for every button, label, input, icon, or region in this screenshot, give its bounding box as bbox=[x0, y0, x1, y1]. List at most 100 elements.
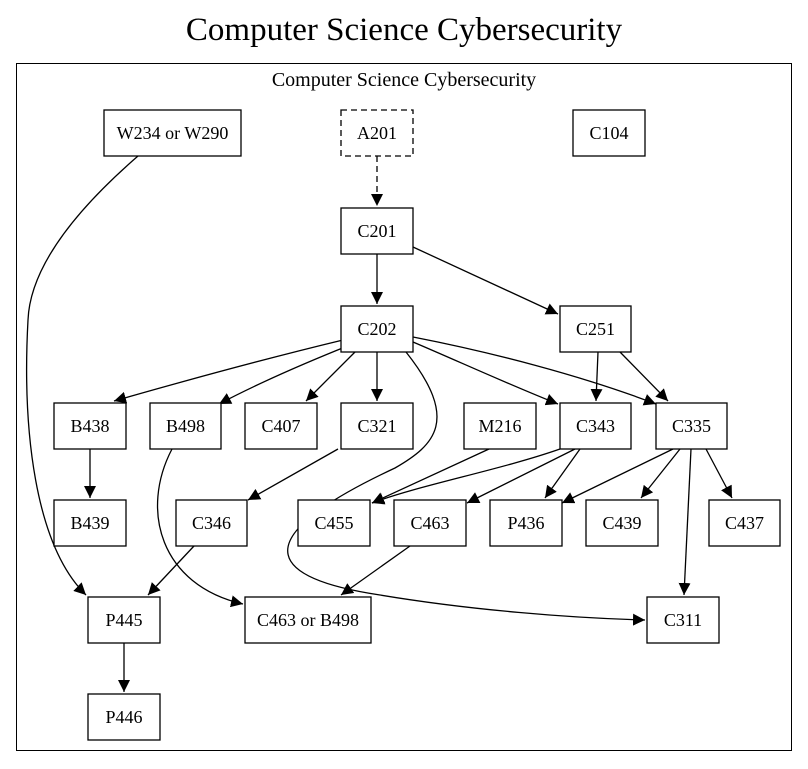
node-box-w234 bbox=[103, 109, 242, 157]
node-label-b498: B498 bbox=[166, 416, 205, 436]
node-c439: C439 bbox=[585, 499, 659, 547]
node-box-c463b498 bbox=[244, 596, 372, 644]
node-label-c202: C202 bbox=[357, 319, 396, 339]
node-box-c335 bbox=[655, 402, 728, 450]
node-c251: C251 bbox=[559, 305, 632, 353]
edge-c202-c311 bbox=[287, 351, 646, 626]
node-label-c437: C437 bbox=[725, 513, 764, 533]
node-box-c439 bbox=[585, 499, 659, 547]
node-c335: C335 bbox=[655, 402, 728, 450]
node-label-c343: C343 bbox=[576, 416, 615, 436]
node-label-b439: B439 bbox=[70, 513, 109, 533]
node-label-a201: A201 bbox=[357, 123, 397, 143]
node-label-c311: C311 bbox=[664, 610, 702, 630]
edge-c335-c439 bbox=[640, 448, 681, 499]
node-box-p436 bbox=[489, 499, 563, 547]
node-box-a201 bbox=[340, 109, 414, 157]
edge-c202-c335 bbox=[412, 336, 657, 406]
node-box-m216 bbox=[463, 402, 537, 450]
node-c463b498: C463 or B498 bbox=[244, 596, 372, 644]
node-label-c463b498: C463 or B498 bbox=[257, 610, 359, 630]
node-box-c346 bbox=[175, 499, 248, 547]
node-c437: C437 bbox=[708, 499, 781, 547]
edge-c346-p445 bbox=[147, 545, 195, 596]
node-label-c407: C407 bbox=[261, 416, 300, 436]
node-box-c455 bbox=[297, 499, 371, 547]
edge-c201-c251 bbox=[412, 246, 559, 315]
node-box-b439 bbox=[53, 499, 127, 547]
node-box-c251 bbox=[559, 305, 632, 353]
node-box-c311 bbox=[646, 596, 720, 644]
edge-c335-c311 bbox=[678, 448, 692, 596]
node-c321: C321 bbox=[340, 402, 414, 450]
node-label-p446: P446 bbox=[105, 707, 142, 727]
node-box-c104 bbox=[572, 109, 646, 157]
node-label-c335: C335 bbox=[672, 416, 711, 436]
node-label-c201: C201 bbox=[357, 221, 396, 241]
cluster-label: Computer Science Cybersecurity bbox=[271, 69, 537, 91]
node-label-c321: C321 bbox=[357, 416, 396, 436]
node-c202: C202 bbox=[340, 305, 414, 353]
edge-c202-b498 bbox=[218, 344, 351, 405]
node-box-c321 bbox=[340, 402, 414, 450]
node-c463: C463 bbox=[393, 499, 467, 547]
node-a201: A201 bbox=[340, 109, 414, 157]
node-c455: C455 bbox=[297, 499, 371, 547]
node-box-b438 bbox=[53, 402, 127, 450]
node-box-c463 bbox=[393, 499, 467, 547]
node-b438: B438 bbox=[53, 402, 127, 450]
node-label-c346: C346 bbox=[192, 513, 231, 533]
node-c346: C346 bbox=[175, 499, 248, 547]
node-box-p446 bbox=[87, 693, 161, 741]
node-box-b498 bbox=[149, 402, 222, 450]
node-c311: C311 bbox=[646, 596, 720, 644]
node-box-c343 bbox=[559, 402, 632, 450]
node-p446: P446 bbox=[87, 693, 161, 741]
edge-c321-c346 bbox=[247, 448, 339, 501]
node-w234: W234 or W290 bbox=[103, 109, 242, 157]
node-label-p436: P436 bbox=[507, 513, 544, 533]
edge-c343-c455 bbox=[371, 448, 561, 505]
node-c343: C343 bbox=[559, 402, 632, 450]
node-p445: P445 bbox=[87, 596, 161, 644]
node-m216: M216 bbox=[463, 402, 537, 450]
node-box-c407 bbox=[244, 402, 318, 450]
cluster-frame bbox=[16, 63, 792, 751]
node-box-p445 bbox=[87, 596, 161, 644]
node-label-c455: C455 bbox=[314, 513, 353, 533]
node-label-p445: P445 bbox=[105, 610, 142, 630]
edge-c251-c335 bbox=[619, 351, 669, 402]
node-label-m216: M216 bbox=[478, 416, 521, 436]
node-c201: C201 bbox=[340, 207, 414, 255]
edge-c202-c407 bbox=[305, 351, 356, 402]
node-box-c201 bbox=[340, 207, 414, 255]
node-label-c251: C251 bbox=[576, 319, 615, 339]
page-title: Computer Science Cybersecurity bbox=[185, 12, 623, 48]
node-b439: B439 bbox=[53, 499, 127, 547]
node-label-b438: B438 bbox=[70, 416, 109, 436]
node-label-c439: C439 bbox=[602, 513, 641, 533]
edge-c202-b438 bbox=[113, 339, 344, 404]
node-box-c202 bbox=[340, 305, 414, 353]
edge-c335-p436 bbox=[561, 448, 674, 504]
edge-c343-p436 bbox=[544, 448, 581, 499]
edge-c202-c343 bbox=[412, 341, 559, 406]
edge-c343-c463 bbox=[466, 448, 576, 504]
node-b498: B498 bbox=[149, 402, 222, 450]
node-label-w234: W234 or W290 bbox=[117, 123, 229, 143]
node-label-c104: C104 bbox=[589, 123, 628, 143]
edge-c335-c437 bbox=[705, 448, 733, 499]
node-box-c437 bbox=[708, 499, 781, 547]
edge-w234-p445 bbox=[26, 155, 139, 596]
edge-b498-c463b498 bbox=[156, 448, 244, 608]
edge-m216-c455 bbox=[371, 448, 490, 504]
edges-layer bbox=[26, 155, 733, 692]
node-c407: C407 bbox=[244, 402, 318, 450]
edge-c463-c463b498 bbox=[340, 545, 411, 596]
node-c104: C104 bbox=[572, 109, 646, 157]
node-p436: P436 bbox=[489, 499, 563, 547]
edge-c251-c343 bbox=[590, 351, 603, 402]
node-label-c463: C463 bbox=[410, 513, 449, 533]
